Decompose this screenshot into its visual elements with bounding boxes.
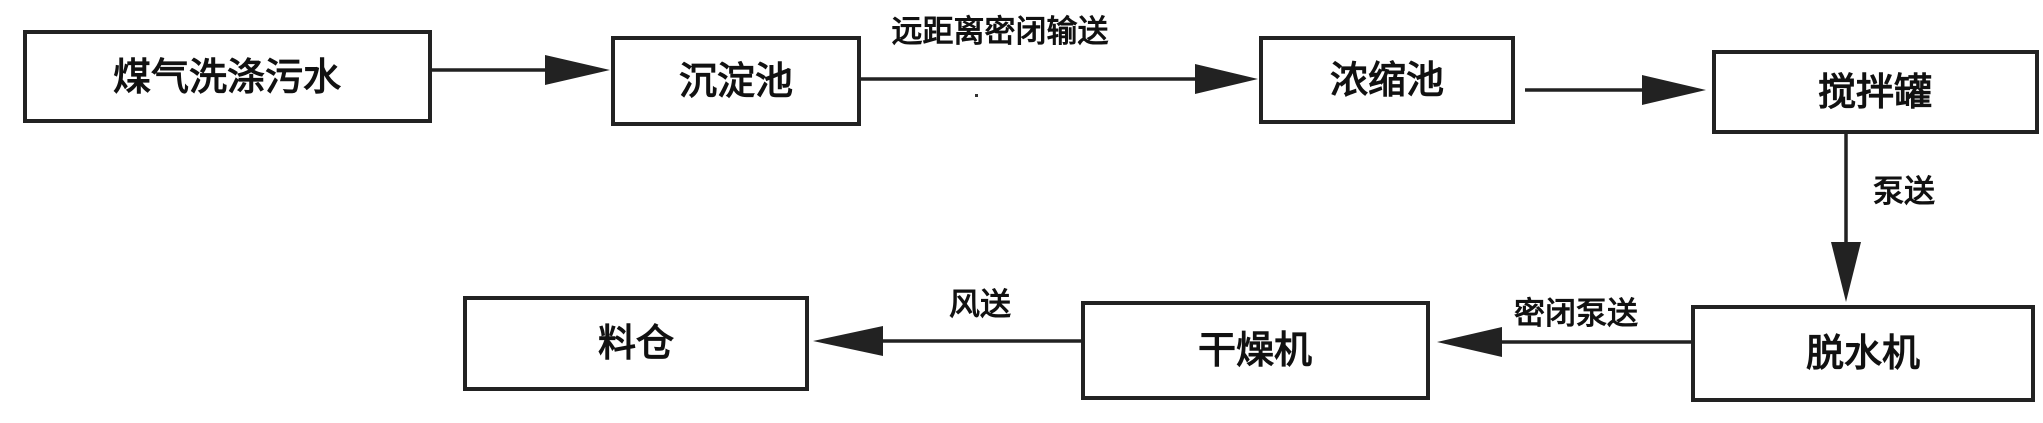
arrowhead-right-icon bbox=[1642, 75, 1706, 105]
edge-sedimentation-to-thickener: 远距离密闭输送 bbox=[859, 14, 1258, 97]
arrowhead-right-icon bbox=[1195, 64, 1258, 94]
node-mixer-label: 搅拌罐 bbox=[1818, 70, 1932, 114]
node-silo-label: 料仓 bbox=[598, 321, 675, 365]
node-wastewater-box bbox=[23, 30, 432, 123]
node-sedimentation-label: 沉淀池 bbox=[679, 59, 793, 103]
node-thickener: 浓缩池 bbox=[1259, 36, 1515, 124]
node-mixer-box bbox=[1712, 50, 2039, 134]
node-dryer: 干燥机 bbox=[1081, 301, 1430, 400]
edge-dewatering-to-dryer: 密闭泵送 bbox=[1437, 296, 1693, 357]
arrowhead-down-icon bbox=[1831, 242, 1861, 302]
edge-label-pneumatic-conveying: 风送 bbox=[949, 287, 1011, 323]
node-wastewater: 煤气洗涤污水 bbox=[23, 30, 432, 123]
edge-thickener-to-mixer bbox=[1525, 75, 1706, 105]
node-dewatering: 脱水机 bbox=[1691, 305, 2035, 402]
node-mixer: 搅拌罐 bbox=[1712, 50, 2039, 134]
edge-label-pumping: 泵送 bbox=[1873, 174, 1935, 210]
node-dewatering-label: 脱水机 bbox=[1806, 331, 1920, 375]
node-silo-box bbox=[463, 296, 809, 391]
node-dryer-box bbox=[1081, 301, 1430, 400]
node-thickener-label: 浓缩池 bbox=[1330, 58, 1444, 102]
node-wastewater-label: 煤气洗涤污水 bbox=[113, 55, 342, 99]
edge-dryer-to-silo: 风送 bbox=[813, 287, 1083, 356]
node-silo: 料仓 bbox=[463, 296, 809, 391]
node-dewatering-box bbox=[1691, 305, 2035, 402]
node-sedimentation-box bbox=[611, 36, 861, 126]
edge-label-long-distance-sealed: 远距离密闭输送 bbox=[892, 14, 1109, 50]
node-thickener-box bbox=[1259, 36, 1515, 124]
stray-dot-mark bbox=[975, 94, 978, 97]
arrowhead-left-icon bbox=[1437, 327, 1502, 357]
edge-label-sealed-pumping: 密闭泵送 bbox=[1514, 296, 1638, 332]
edge-wastewater-to-sedimentation bbox=[430, 55, 610, 85]
arrowhead-right-icon bbox=[545, 55, 610, 85]
edge-mixer-to-dewatering: 泵送 bbox=[1831, 132, 1935, 302]
node-dryer-label: 干燥机 bbox=[1198, 328, 1312, 372]
arrowhead-left-icon bbox=[813, 326, 883, 356]
node-sedimentation: 沉淀池 bbox=[611, 36, 861, 126]
